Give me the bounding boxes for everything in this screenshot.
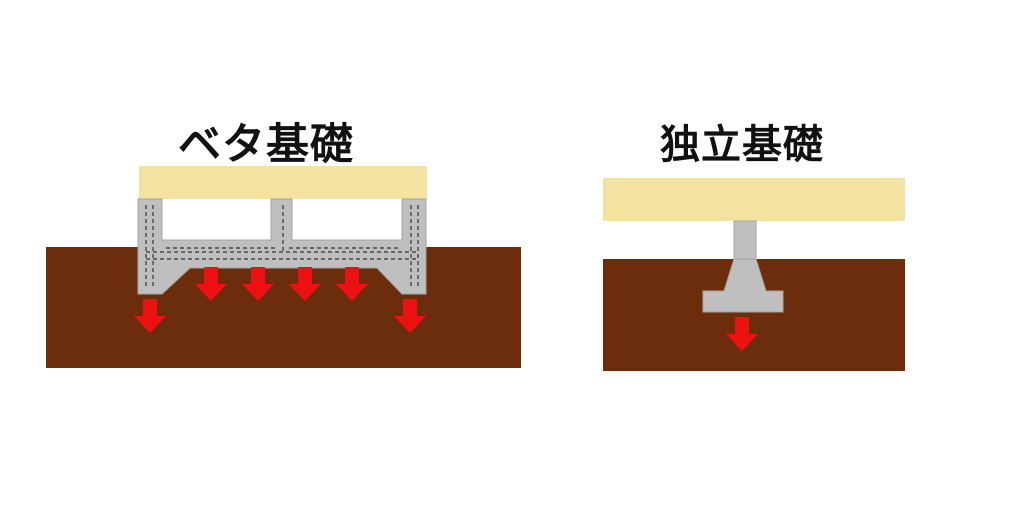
mat-foundation-diagram bbox=[46, 166, 521, 368]
mat-foundation-title: ベタ基礎 bbox=[178, 120, 354, 170]
mat-foundation-concrete bbox=[137, 198, 427, 295]
independent-foundation-diagram bbox=[603, 178, 905, 371]
floor-slab-right bbox=[603, 178, 905, 221]
independent-footing bbox=[702, 258, 784, 313]
rebar-lines bbox=[145, 205, 419, 286]
independent-foundation-title: 独立基礎 bbox=[660, 122, 824, 168]
floor-slab-left bbox=[139, 166, 427, 199]
column-post bbox=[733, 220, 757, 260]
